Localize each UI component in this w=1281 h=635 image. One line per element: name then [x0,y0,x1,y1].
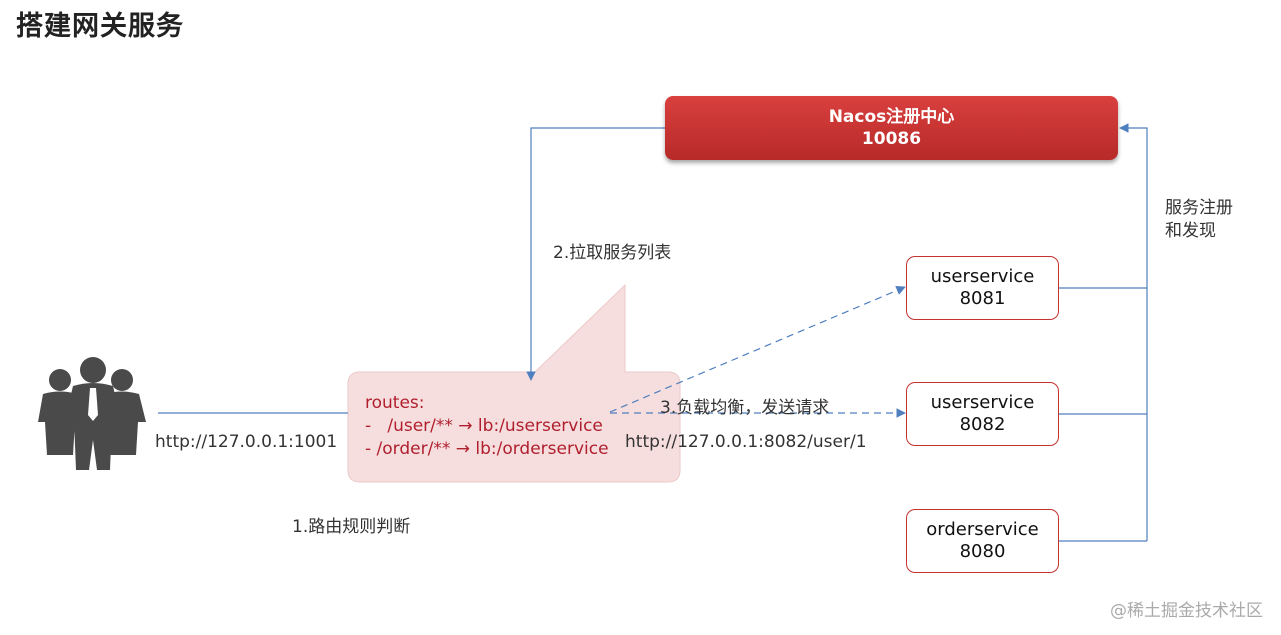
client-url-label: http://127.0.0.1:1001 [155,432,338,452]
service-box-orderservice-8080: orderservice 8080 [906,509,1059,573]
service-port: 8081 [959,288,1006,309]
nacos-name: Nacos注册中心 [828,107,955,127]
service-port: 8080 [959,541,1006,562]
register-discovery-label: 服务注册 和发现 [1165,197,1233,243]
service-box-userservice-8081: userservice 8081 [906,256,1059,320]
register-line2: 和发现 [1165,221,1216,241]
service-name: userservice [930,266,1035,287]
users-icon [38,357,146,470]
nacos-registry-box: Nacos注册中心 10086 [665,96,1118,160]
loadbalance-arrow-8081 [609,285,906,413]
routes-title: routes: [365,393,425,413]
step1-label: 1.路由规则判断 [292,517,411,537]
register-line1: 服务注册 [1165,198,1233,218]
step2-label: 2.拉取服务列表 [553,243,672,263]
step3-label: 3.负载均衡，发送请求 [660,398,830,418]
route-user: - /user/** → lb:/userservice [365,416,603,436]
service-box-userservice-8082: userservice 8082 [906,382,1059,446]
service-name: orderservice [926,519,1039,540]
nacos-port: 10086 [861,129,922,149]
watermark: @稀土掘金技术社区 [1110,601,1263,621]
gateway-routes: routes: - /user/** → lb:/userservice - /… [365,392,609,461]
registration-lines [1058,123,1148,542]
pull-service-list-arrow [526,127,665,381]
route-order: - /order/** → lb:/orderservice [365,439,609,459]
service-port: 8082 [959,414,1006,435]
target-url-label: http://127.0.0.1:8082/user/1 [625,432,867,452]
page-title: 搭建网关服务 [16,11,184,42]
service-name: userservice [930,392,1035,413]
gateway-callout [347,283,681,483]
